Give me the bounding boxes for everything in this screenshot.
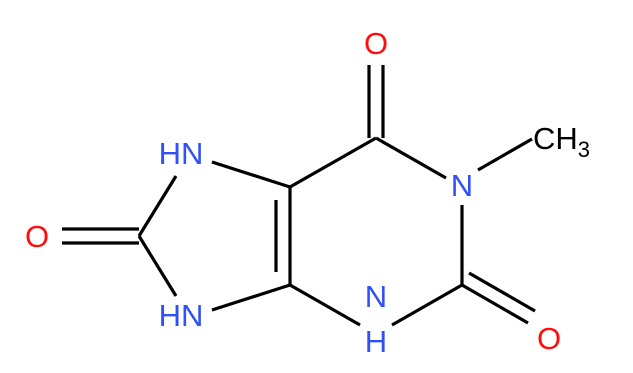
bond-c2-o-b [468, 271, 536, 313]
bond-c5-n7 [211, 160, 291, 189]
bond-n7-c8 [137, 175, 178, 237]
methyl-subscript: 3 [578, 137, 590, 162]
atom-nh-9: HN [159, 298, 204, 333]
bond-n1-ch3 [477, 137, 533, 172]
atom-nitrogen-1: N [451, 168, 473, 203]
atom-labels: O HN N CH3 O HN N H O [25, 26, 590, 359]
atom-nitrogen-3-hydrogen: H [365, 324, 387, 359]
bond-c2-n3 [391, 283, 463, 327]
atom-oxygen-left: O [25, 219, 49, 254]
bond-n3-c4 [289, 283, 361, 327]
atom-methyl: CH3 [533, 121, 590, 162]
atom-nitrogen-3: N [365, 279, 387, 314]
bond-c6-c5 [289, 136, 377, 189]
bond-c6-n1 [375, 136, 447, 180]
atom-nh-7: HN [159, 136, 204, 171]
atom-oxygen-top: O [364, 26, 388, 61]
bond-c8-n9 [137, 235, 178, 297]
bonds [62, 65, 536, 327]
bond-n9-c4 [211, 283, 291, 312]
bond-c2-o-a [461, 283, 529, 325]
methyl-ch-label: CH [533, 121, 578, 156]
atom-oxygen-right: O [537, 321, 561, 356]
